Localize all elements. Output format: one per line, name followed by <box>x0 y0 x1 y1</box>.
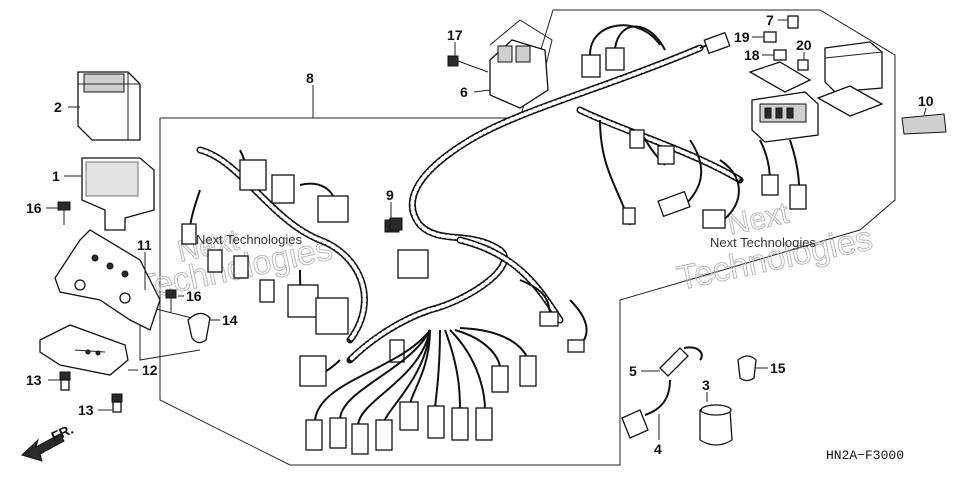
callout-leaders <box>46 19 927 440</box>
part-6-module <box>489 39 549 109</box>
part-18-fuse <box>773 49 787 61</box>
callout-6: 6 <box>460 84 468 100</box>
svg-text:Next Technologies: Next Technologies <box>710 235 816 250</box>
callout-18: 18 <box>744 47 760 63</box>
callout-13-right: 13 <box>78 402 94 418</box>
callout-14: 14 <box>222 312 238 328</box>
diagram-code: HN2A−F3000 <box>826 448 904 463</box>
callout-1: 1 <box>52 168 60 184</box>
gasket-right <box>816 85 884 117</box>
callout-9: 9 <box>386 187 394 203</box>
part-12-plate <box>39 324 129 376</box>
bolt-13-left <box>59 371 71 391</box>
bolt-16-left <box>57 201 71 225</box>
callout-12: 12 <box>142 362 158 378</box>
part-11-bracket <box>54 229 161 331</box>
callout-17: 17 <box>447 27 463 43</box>
callout-labels: 2 1 16 11 16 14 12 13 13 8 17 6 9 7 19 1… <box>26 12 934 457</box>
callout-16-left: 16 <box>26 200 42 216</box>
callout-4: 4 <box>654 441 662 457</box>
bolt-16-right <box>165 289 177 312</box>
part-5-grommet <box>659 346 703 377</box>
part-7-fuse <box>787 15 799 29</box>
bolt-13-right <box>111 393 123 413</box>
svg-text:FR.: FR. <box>49 421 76 445</box>
part-4-sensor <box>621 379 671 439</box>
callout-2: 2 <box>54 99 62 115</box>
fuse-box-body <box>751 91 819 143</box>
gasket-left <box>748 61 812 93</box>
part-15-clip <box>737 355 757 382</box>
svg-text:Next Technologies: Next Technologies <box>196 232 302 247</box>
callout-10: 10 <box>918 93 934 109</box>
top-connector-pair <box>581 24 666 78</box>
callout-16-right: 16 <box>186 288 202 304</box>
bracket-frame <box>139 304 201 361</box>
callout-20: 20 <box>796 37 812 53</box>
part-14-clamp <box>187 312 211 344</box>
part-9-clip <box>389 217 403 231</box>
callout-11: 11 <box>137 237 152 253</box>
bolt-17 <box>447 55 489 73</box>
part-3-rubber <box>699 404 733 446</box>
callout-13-left: 13 <box>26 372 42 388</box>
harness-branches <box>181 31 807 455</box>
front-direction-arrow: FR. <box>21 421 76 462</box>
callout-5: 5 <box>629 363 637 379</box>
callout-8: 8 <box>306 70 314 86</box>
part-19-fuse <box>763 31 777 43</box>
callout-19: 19 <box>734 29 750 45</box>
callout-7: 7 <box>766 12 774 28</box>
part-2-control-unit <box>77 71 141 141</box>
part-1-block <box>81 157 155 231</box>
fuse-box-cover <box>824 41 883 93</box>
callout-3: 3 <box>702 377 710 393</box>
callout-15: 15 <box>770 360 786 376</box>
part-20-fuse <box>797 59 809 71</box>
main-harness-bundle <box>196 44 744 364</box>
part-10-label <box>901 113 947 135</box>
